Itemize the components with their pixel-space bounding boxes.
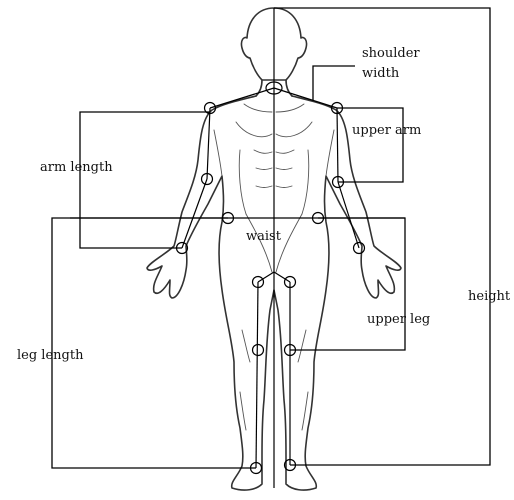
measurement-labels: shoulder width upper arm arm length wais…: [17, 46, 511, 363]
label-shoulder-width-2: width: [362, 66, 400, 81]
leg-length-bracket: [52, 218, 256, 468]
left-leg-segment: [256, 282, 258, 468]
left-upper-arm-segment: [207, 108, 210, 179]
label-waist: waist: [246, 229, 282, 244]
label-arm-length: arm length: [40, 160, 113, 175]
label-upper-leg: upper leg: [367, 312, 430, 327]
left-shoulder-segment: [210, 88, 274, 108]
label-upper-arm: upper arm: [352, 123, 421, 138]
left-knee-joint: [253, 345, 264, 356]
right-forearm-segment: [338, 182, 359, 248]
right-shoulder-segment: [274, 88, 337, 108]
shoulder-width-leader: [313, 66, 355, 100]
label-height: height: [468, 289, 511, 304]
arm-length-bracket: [80, 112, 210, 248]
upper-arm-bracket: [337, 108, 403, 182]
right-upper-arm-segment: [337, 108, 338, 182]
label-leg-length: leg length: [17, 348, 84, 363]
upper-leg-bracket: [290, 218, 405, 350]
label-shoulder-width-1: shoulder: [362, 46, 420, 61]
